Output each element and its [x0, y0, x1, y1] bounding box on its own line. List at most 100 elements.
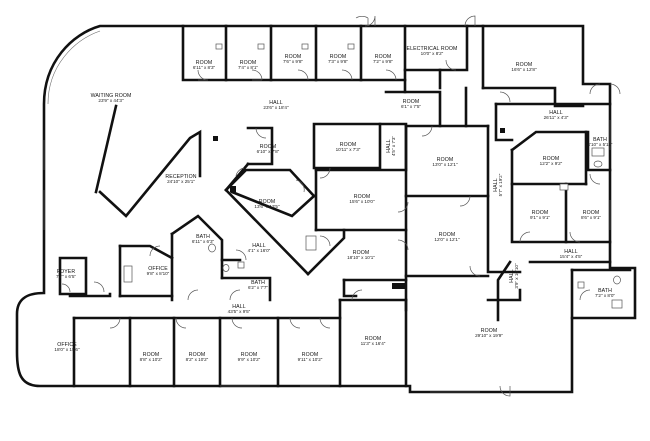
room-wall	[118, 244, 174, 260]
diagonal-wall	[306, 228, 346, 276]
room-dimensions: 12'0" x 12'1"	[434, 237, 460, 242]
room-name: BATH	[251, 280, 265, 286]
room-name: ROOM	[403, 99, 420, 105]
room-dimensions: 7'2" x 9'8"	[373, 59, 393, 64]
room-dimensions: 3'9" x 10'10"	[514, 263, 519, 289]
room-dimensions: 18'10" x 10'1"	[347, 255, 375, 260]
room-name: BATH	[593, 137, 607, 143]
room-dimensions: 6'1" x 7'5"	[401, 104, 421, 109]
room-name: HALL	[252, 243, 265, 249]
room-dimensions: 23'9" x 44'3"	[98, 98, 124, 103]
room-name: ROOM	[375, 54, 392, 60]
column	[230, 186, 236, 192]
room-name: HALL	[269, 100, 282, 106]
room-dimensions: 7'4" x 8'1"	[238, 65, 258, 70]
room-dimensions: 11'3" x 16'4"	[361, 341, 386, 346]
room-name: ROOM	[543, 156, 560, 162]
room-name: WAITING ROOM	[91, 93, 132, 99]
room-name: ROOM	[439, 232, 456, 238]
room-name: ROOM	[481, 328, 498, 334]
room-dimensions: 26'11" x 4'3"	[544, 115, 569, 120]
room-name: ROOM	[354, 194, 371, 200]
room-dimensions: 10'11" x 7'3"	[336, 147, 361, 152]
room-name: HALL	[509, 269, 515, 282]
room-wall	[246, 126, 274, 166]
bottom-hall-wall	[68, 292, 112, 298]
room-wall	[510, 130, 612, 172]
room-name: ROOM	[532, 210, 549, 216]
room-name: ROOM	[143, 352, 160, 358]
room-name: ROOM	[365, 336, 382, 342]
plumbing-fixtures	[123, 43, 623, 309]
room-name: ROOM	[189, 352, 206, 358]
room-name: RECEPTION	[165, 174, 196, 180]
room-dimensions: 8'6" x 9'1"	[581, 215, 601, 220]
exterior-wall	[15, 24, 637, 394]
column	[500, 128, 505, 133]
room-dimensions: 6'11" x 6'3"	[192, 239, 215, 244]
room-dimensions: 15'4" x 4'5"	[560, 254, 583, 259]
room-dimensions: 7'6" x 9'8"	[283, 59, 303, 64]
room-name: ROOM	[240, 60, 257, 66]
room-dimensions: 24'10" x 25'1"	[167, 179, 195, 184]
room-wall	[494, 102, 514, 142]
room-dimensions: 10'0" x 8'2"	[421, 51, 444, 56]
room-name: OFFICE	[148, 266, 168, 272]
room-name: ROOM	[241, 352, 258, 358]
room-name: HALL	[232, 304, 245, 310]
column	[392, 283, 406, 289]
room-name: HALL	[549, 110, 562, 116]
reception-side-wall	[94, 104, 118, 194]
room-name: FOYER	[57, 269, 76, 275]
room-name: ROOM	[285, 54, 302, 60]
room-wall	[220, 276, 272, 302]
room-name: ROOM	[437, 157, 454, 163]
room-wall	[496, 260, 512, 322]
room-name: ROOM	[353, 250, 370, 256]
room-name: HALL	[493, 178, 499, 191]
room-wall	[486, 124, 522, 274]
room-dimensions: 18'0" x 15'6"	[54, 347, 80, 352]
room-dimensions: 9'9" x 10'2"	[238, 357, 261, 362]
top-rooms-bottom-wall	[181, 24, 407, 82]
diagonal-wall	[230, 190, 316, 218]
room-name: ROOM	[259, 199, 276, 205]
room-name: ROOM	[330, 54, 347, 60]
room-name: HALL	[564, 249, 577, 255]
room-wall	[486, 288, 522, 302]
room-dimensions: 4'5" x 7'3"	[391, 136, 396, 156]
room-name: OFFICE	[57, 342, 77, 348]
diagonal-wall	[224, 188, 310, 276]
room-wall	[384, 90, 442, 128]
room-wall	[58, 256, 88, 296]
column	[213, 136, 218, 141]
room-dimensions: 13'6" x 13'5"	[254, 204, 280, 209]
room-name: HALL	[386, 139, 392, 152]
diagonal-wall	[224, 162, 250, 192]
room-name: ROOM	[516, 62, 533, 68]
room-dimensions: 9'11" x 10'2"	[298, 357, 323, 362]
room-dimensions: 5'7" x 19'2"	[498, 173, 503, 196]
reception-counter	[98, 129, 202, 218]
room-dimensions: 15'6" x 10'0"	[349, 199, 375, 204]
room-dimensions: 16'6" x 12'8"	[511, 67, 537, 72]
room-name: ROOM	[340, 142, 357, 148]
room-wall	[342, 278, 358, 298]
room-dimensions: 29'10" x 19'9"	[475, 333, 503, 338]
room-name: ROOM	[260, 144, 277, 150]
waiting-room-glass	[47, 30, 101, 105]
room-dimensions: 6'10" x 7'8"	[257, 149, 280, 154]
room-dimensions: 43'5" x 9'5"	[228, 309, 251, 314]
room-dimensions: 4'10" x 5'11"	[588, 142, 613, 147]
room-dimensions: 7'2" x 8'0"	[595, 293, 615, 298]
room-dimensions: 6'11" x 8'3"	[193, 65, 216, 70]
room-name: ELECTRICAL ROOM	[407, 46, 458, 52]
room-name: BATH	[598, 288, 612, 294]
room-dimensions: 13'0" x 12'1"	[432, 162, 458, 167]
room-dimensions: 9'1" x 9'1"	[530, 215, 550, 220]
room-wall	[481, 86, 585, 108]
room-name: ROOM	[196, 60, 213, 66]
room-dimensions: 7'3" x 9'8"	[328, 59, 348, 64]
room-dimensions: 23'6" x 18'4"	[263, 105, 289, 110]
